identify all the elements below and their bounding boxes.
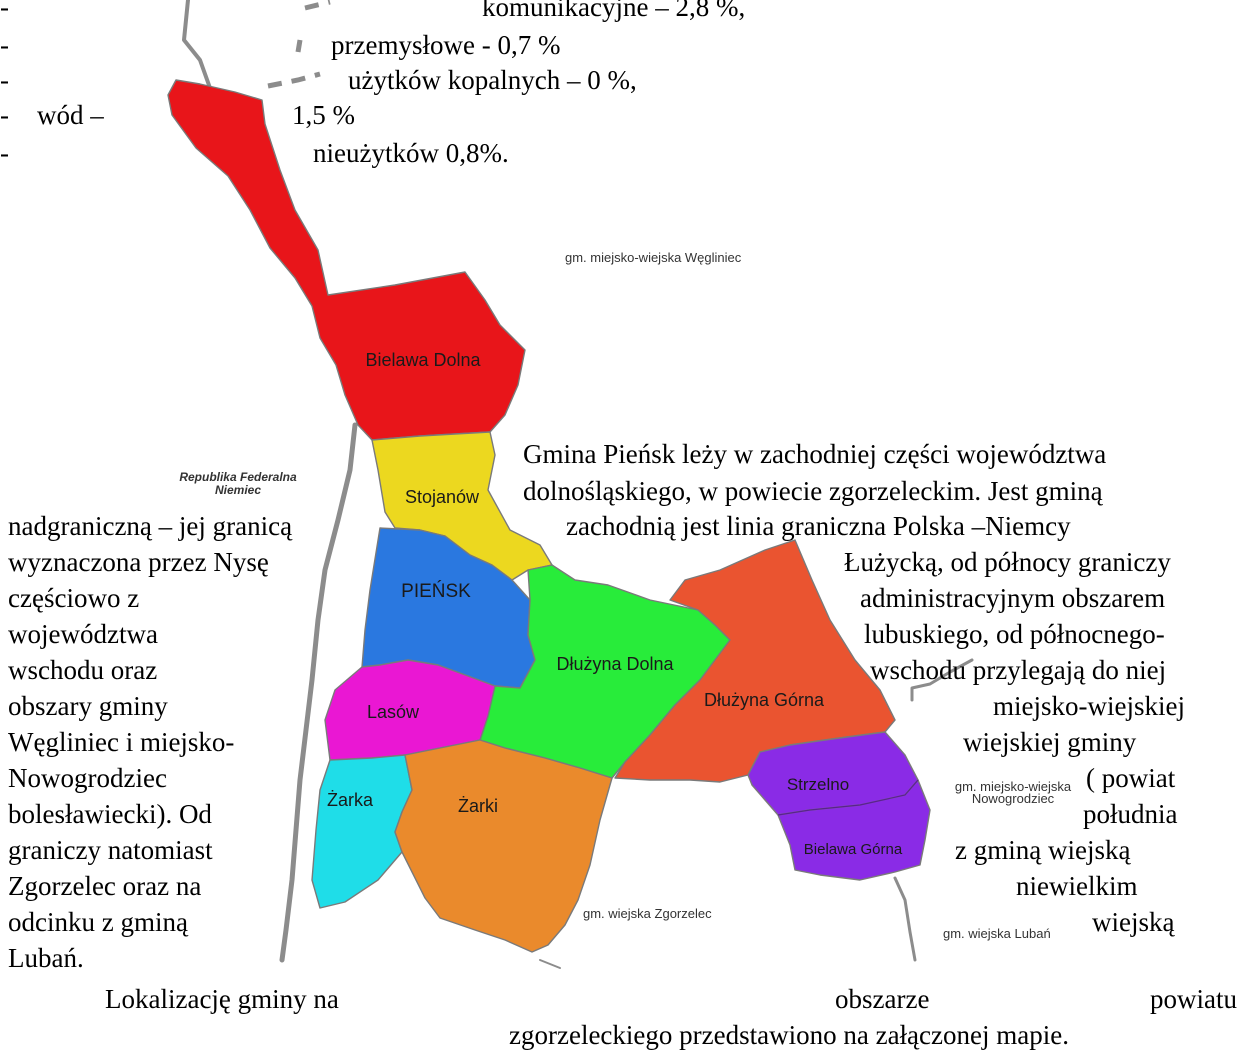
label-dluzyna-dolna: Dłużyna Dolna xyxy=(556,654,674,674)
para-bottom-1c: powiatu xyxy=(1150,984,1237,1014)
para-l6-left: obszary gminy xyxy=(8,691,168,721)
para-l11-right: niewielkim xyxy=(1016,871,1138,901)
para-l7-left: Węgliniec i miejsko- xyxy=(8,727,235,757)
para-l2-left: wyznaczona przez Nysę xyxy=(8,547,269,577)
region-stojanow xyxy=(371,431,553,581)
label-luban: gm. wiejska Lubań xyxy=(943,926,1051,941)
list-dash-3: - xyxy=(0,65,9,95)
label-nowogrodziec-2: Nowogrodziec xyxy=(972,791,1055,806)
para-l8-right: ( powiat xyxy=(1086,763,1176,793)
list-dash-2: - xyxy=(0,30,9,60)
para-bottom-2: zgorzeleckiego przedstawiono na załączon… xyxy=(509,1020,1069,1050)
list-dash-5: - xyxy=(0,138,9,168)
border-nysa-river xyxy=(279,422,358,963)
para-right-1: Gmina Pieńsk leży w zachodniej części wo… xyxy=(523,439,1107,469)
label-nowogrodziec-1: gm. miejsko-wiejska xyxy=(955,779,1072,794)
para-l9-left: bolesławiecki). Od xyxy=(8,799,212,829)
para-l10-left: graniczy natomiast xyxy=(8,835,213,865)
para-l4-left: województwa xyxy=(8,619,158,649)
label-piensk: PIEŃSK xyxy=(401,581,471,602)
label-stojanow: Stojanów xyxy=(405,487,480,507)
strzelno-divider xyxy=(777,779,919,816)
border-east-upper xyxy=(910,658,974,702)
para-right-2: dolnośląskiego, w powiecie zgorzeleckim.… xyxy=(523,476,1103,506)
border-south-dash xyxy=(539,959,561,969)
para-l6-right: miejsko-wiejskiej xyxy=(993,691,1185,721)
para-l11-left: Zgorzelec oraz na xyxy=(8,871,202,901)
para-l3-left: częściowo z xyxy=(8,583,140,613)
label-lasow: Lasów xyxy=(367,702,420,722)
list-item-kopalne: użytków kopalnych – 0 %, xyxy=(348,65,637,95)
border-north-top xyxy=(182,0,212,90)
label-bielawa-gorna: Bielawa Górna xyxy=(804,841,903,858)
para-l13-left: Lubań. xyxy=(8,943,84,973)
para-l8-left: Nowogrodziec xyxy=(8,763,167,793)
list-item-przemyslowe: przemysłowe - 0,7 % xyxy=(331,30,561,60)
para-l2-right: Łużycką, od północy graniczy xyxy=(844,547,1171,577)
para-bottom-1a: Lokalizację gminy na xyxy=(105,984,339,1014)
list-item-wod-label: wód – xyxy=(37,100,104,130)
para-l4-right: lubuskiego, od północnego- xyxy=(864,619,1165,649)
para-l1-left: nadgraniczną – jej granicą xyxy=(8,511,293,541)
para-l5-right: wschodu przylegają do niej xyxy=(870,655,1167,685)
para-l5-left: wschodu oraz xyxy=(8,655,158,685)
label-strzelno: Strzelno xyxy=(787,775,849,794)
label-dluzyna-gorna: Dłużyna Górna xyxy=(704,690,825,710)
para-l9-right: południa xyxy=(1083,799,1178,829)
para-l12-left: odcinku z gminą xyxy=(8,907,188,937)
list-item-komunikacyjne: komunikacyjne – 2,8 %, xyxy=(482,0,746,22)
border-east-lower xyxy=(893,876,917,962)
para-l7-right: wiejskiej gminy xyxy=(963,727,1137,757)
label-rfn-2: Niemiec xyxy=(215,483,261,497)
list-dash-4: - xyxy=(0,100,9,130)
list-dash-1: - xyxy=(0,0,9,22)
label-weglinec: gm. miejsko-wiejska Węgliniec xyxy=(565,250,742,265)
label-bielawa-dolna: Bielawa Dolna xyxy=(365,350,481,370)
para-bottom-1b: obszarze xyxy=(835,984,930,1014)
label-zgorzelec: gm. wiejska Zgorzelec xyxy=(583,906,712,921)
label-zarki: Żarki xyxy=(458,796,498,816)
para-l12-right: wiejską xyxy=(1092,907,1175,937)
para-l3-right: administracyjnym obszarem xyxy=(860,583,1166,613)
region-dluzyna-dolna xyxy=(479,564,731,779)
label-rfn-1: Republika Federalna xyxy=(179,470,297,484)
para-l1-right: zachodnią jest linia graniczna Polska –N… xyxy=(566,511,1071,541)
dashed-border xyxy=(267,0,331,89)
region-zarki xyxy=(394,739,613,953)
list-item-wod-value: 1,5 % xyxy=(292,100,355,130)
list-item-nieuzytki: nieużytków 0,8%. xyxy=(313,138,509,168)
region-bielawa-dolna xyxy=(167,79,526,441)
para-l10-right: z gminą wiejską xyxy=(955,835,1131,865)
external-border-lines xyxy=(182,0,974,969)
label-zarka: Żarka xyxy=(327,790,374,810)
